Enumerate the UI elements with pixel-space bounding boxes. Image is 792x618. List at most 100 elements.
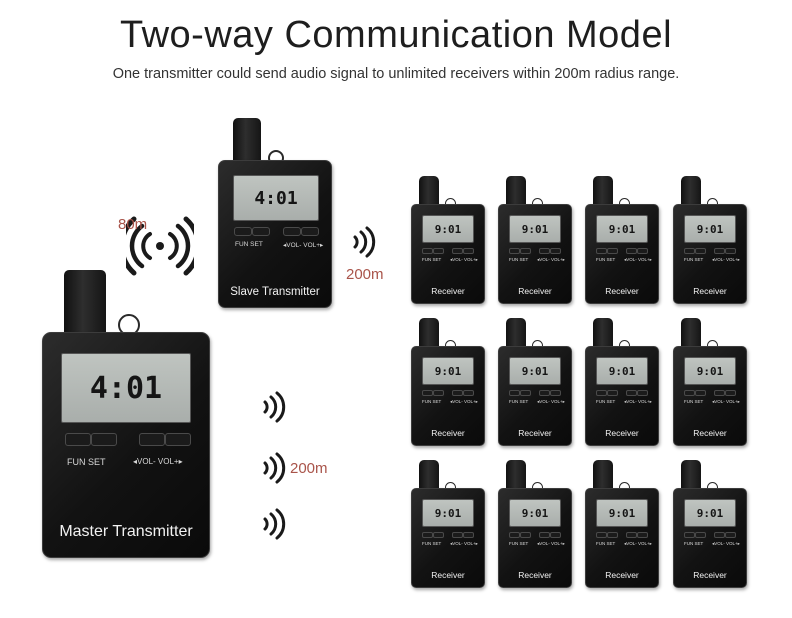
lcd-screen: 9:01 (596, 357, 648, 385)
page-title: Two-way Communication Model (119, 14, 673, 56)
lcd-screen: 9:01 (509, 357, 561, 385)
vol-down-button[interactable] (714, 248, 725, 254)
vol-down-button[interactable] (539, 390, 550, 396)
vol-down-button[interactable] (626, 390, 637, 396)
lcd-readout: 9:01 (434, 222, 462, 236)
fun-button[interactable] (596, 390, 607, 396)
lcd-screen: 9:01 (509, 215, 561, 243)
fun-set-label: FUN SET (509, 257, 529, 262)
fun-button[interactable] (234, 227, 252, 236)
fun-set-label: FUN SET (596, 541, 616, 546)
vol-down-button[interactable] (139, 433, 165, 446)
vol-up-button[interactable] (463, 532, 474, 538)
vol-up-button[interactable] (550, 532, 561, 538)
receiver-device: 9:01 FUN SET ◂VOL- VOL+▸ Receiver (411, 176, 485, 304)
vol-label: ◂VOL- VOL+▸ (624, 257, 652, 262)
vol-label: ◂VOL- VOL+▸ (712, 541, 740, 546)
set-button[interactable] (252, 227, 270, 236)
device-name: Receiver (605, 570, 639, 580)
vol-up-button[interactable] (463, 390, 474, 396)
set-button[interactable] (695, 248, 706, 254)
device-name: Receiver (693, 286, 727, 296)
vol-up-button[interactable] (301, 227, 319, 236)
set-button[interactable] (607, 248, 618, 254)
vol-down-button[interactable] (283, 227, 301, 236)
vol-up-button[interactable] (637, 248, 648, 254)
vol-down-button[interactable] (626, 248, 637, 254)
antenna (419, 318, 439, 350)
antenna (506, 318, 526, 350)
set-button[interactable] (433, 248, 444, 254)
set-button[interactable] (695, 532, 706, 538)
fun-button[interactable] (684, 390, 695, 396)
vol-up-button[interactable] (550, 248, 561, 254)
device-name: Receiver (431, 428, 465, 438)
device-body: 4:01 FUN SET ◂VOL- VOL+▸ Master Transmit… (42, 332, 210, 558)
antenna (593, 460, 613, 492)
vol-down-button[interactable] (452, 248, 463, 254)
set-button[interactable] (695, 390, 706, 396)
device-body: 9:01 FUN SET ◂VOL- VOL+▸ Receiver (585, 488, 659, 588)
set-button[interactable] (607, 390, 618, 396)
set-button[interactable] (520, 390, 531, 396)
set-button[interactable] (520, 532, 531, 538)
fun-button[interactable] (684, 532, 695, 538)
vol-up-button[interactable] (725, 248, 736, 254)
fun-button[interactable] (509, 532, 520, 538)
fun-button[interactable] (684, 248, 695, 254)
page-subtitle: One transmitter could send audio signal … (112, 66, 680, 82)
vol-up-button[interactable] (637, 390, 648, 396)
vol-up-button[interactable] (725, 390, 736, 396)
fun-button[interactable] (422, 532, 433, 538)
vol-label: ◂VOL- VOL+▸ (712, 399, 740, 404)
lcd-screen: 9:01 (422, 215, 474, 243)
lcd-screen: 9:01 (684, 215, 736, 243)
fun-set-label: FUN SET (509, 541, 529, 546)
device-name: Receiver (518, 286, 552, 296)
fun-button[interactable] (509, 248, 520, 254)
vol-down-button[interactable] (452, 532, 463, 538)
set-button[interactable] (520, 248, 531, 254)
lcd-screen: 4:01 (61, 353, 191, 423)
vol-down-button[interactable] (452, 390, 463, 396)
master-transmitter: 4:01 FUN SET ◂VOL- VOL+▸ Master Transmit… (42, 270, 210, 558)
vol-label: ◂VOL- VOL+▸ (283, 242, 324, 249)
signal-waves-icon (263, 391, 286, 423)
antenna (681, 460, 701, 492)
set-button[interactable] (91, 433, 117, 446)
vol-down-button[interactable] (714, 532, 725, 538)
device-body: 9:01 FUN SET ◂VOL- VOL+▸ Receiver (498, 346, 572, 446)
fun-set-label: FUN SET (509, 399, 529, 404)
vol-down-button[interactable] (626, 532, 637, 538)
vol-up-button[interactable] (637, 532, 648, 538)
lcd-readout: 4:01 (254, 187, 298, 209)
vol-label: ◂VOL- VOL+▸ (450, 541, 478, 546)
vol-up-button[interactable] (463, 248, 474, 254)
set-button[interactable] (607, 532, 618, 538)
lcd-readout: 9:01 (608, 222, 636, 236)
lcd-readout: 9:01 (608, 364, 636, 378)
fun-button[interactable] (596, 248, 607, 254)
vol-down-button[interactable] (714, 390, 725, 396)
device-body: 9:01 FUN SET ◂VOL- VOL+▸ Receiver (411, 346, 485, 446)
fun-set-label: FUN SET (596, 399, 616, 404)
vol-down-button[interactable] (539, 248, 550, 254)
vol-up-button[interactable] (165, 433, 191, 446)
vol-up-button[interactable] (725, 532, 736, 538)
set-button[interactable] (433, 390, 444, 396)
fun-button[interactable] (509, 390, 520, 396)
fun-button[interactable] (422, 390, 433, 396)
device-body: 9:01 FUN SET ◂VOL- VOL+▸ Receiver (411, 488, 485, 588)
fun-set-label: FUN SET (67, 457, 106, 467)
antenna (681, 318, 701, 350)
vol-up-button[interactable] (550, 390, 561, 396)
fun-button[interactable] (65, 433, 91, 446)
fun-button[interactable] (422, 248, 433, 254)
set-button[interactable] (433, 532, 444, 538)
vol-down-button[interactable] (539, 532, 550, 538)
fun-button[interactable] (596, 532, 607, 538)
antenna (681, 176, 701, 208)
lcd-screen: 9:01 (684, 499, 736, 527)
lcd-readout: 9:01 (521, 506, 549, 520)
fun-set-label: FUN SET (422, 541, 442, 546)
